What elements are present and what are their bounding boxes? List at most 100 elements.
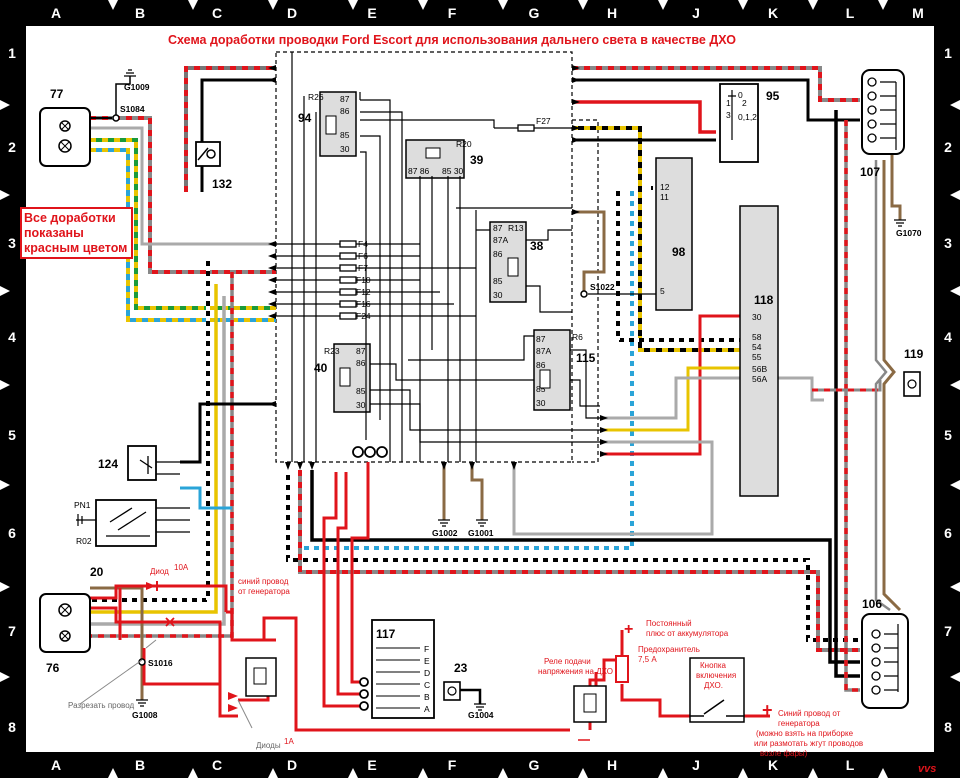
switch-124: 124 [98, 445, 180, 481]
col-label-top: E [367, 5, 376, 21]
col-label-bottom: K [768, 757, 778, 773]
row-label-left: 3 [8, 235, 16, 251]
row-label-left: 6 [8, 525, 16, 541]
lamp-119: 119 [903, 347, 924, 397]
svg-text:D: D [424, 668, 430, 678]
col-label-top: H [607, 5, 617, 21]
col-label-bottom: D [287, 757, 297, 773]
switch-20: PN1 R02 20 [74, 499, 190, 579]
col-label-top: B [135, 5, 145, 21]
svg-text:10А: 10А [174, 563, 189, 572]
svg-text:S1016: S1016 [148, 658, 173, 668]
col-label-top: F [448, 5, 457, 21]
svg-text:87: 87 [340, 94, 350, 104]
svg-text:Синий провод от: Синий провод от [778, 709, 841, 718]
row-label-left: 1 [8, 45, 16, 61]
svg-text:включения: включения [696, 671, 736, 680]
fuse-7-5a: + Постоянный плюс от аккумулятора Предох… [615, 619, 729, 683]
module-98: 12 11 5 98 [655, 157, 693, 311]
cut-icon: Разрезать провод [68, 617, 175, 710]
svg-text:R6: R6 [572, 332, 583, 342]
svg-text:возле фары): возле фары) [760, 749, 808, 758]
col-label-bottom: B [135, 757, 145, 773]
svg-text:3: 3 [726, 110, 731, 120]
row-label-right: 2 [944, 139, 952, 155]
svg-text:30: 30 [536, 398, 546, 408]
component-label: 39 [470, 153, 484, 167]
svg-text:Кнопка: Кнопка [700, 661, 727, 670]
svg-text:30: 30 [752, 312, 762, 322]
component-label: 117 [376, 627, 396, 641]
svg-text:(можно взять на приборке: (можно взять на приборке [756, 729, 854, 738]
svg-text:85: 85 [356, 386, 366, 396]
diagram-title: Схема доработки проводки Ford Escort для… [168, 33, 736, 47]
svg-text:12: 12 [660, 182, 670, 192]
lamp-cluster-107: 107 [860, 69, 905, 179]
col-label-top: D [287, 5, 297, 21]
splice-label: S1084 [120, 104, 145, 114]
headlamp-77: 77 [39, 87, 91, 167]
svg-text:R13: R13 [508, 223, 524, 233]
svg-text:85: 85 [536, 384, 546, 394]
col-label-top: K [768, 5, 778, 21]
col-label-top: A [51, 5, 61, 21]
svg-text:7,5 А: 7,5 А [638, 655, 657, 664]
component-label: 118 [754, 293, 774, 307]
diodes-1a: Диоды 1А [228, 657, 294, 750]
connector-circles [352, 446, 388, 458]
plus-icon: + [762, 700, 773, 720]
svg-text:87A: 87A [536, 346, 551, 356]
note-blue-wire: от генератора [238, 587, 290, 596]
component-label: 38 [530, 239, 544, 253]
component-label: 124 [98, 457, 118, 471]
svg-text:0,1,2: 0,1,2 [738, 112, 757, 122]
row-label-right: 8 [944, 719, 952, 735]
row-label-right: 1 [944, 45, 952, 61]
row-label-left: 4 [8, 329, 16, 345]
svg-text:87: 87 [536, 334, 546, 344]
svg-text:86: 86 [356, 358, 366, 368]
note-line: красным цветом [24, 241, 128, 255]
svg-text:A: A [424, 704, 430, 714]
row-label-right: 4 [944, 329, 952, 345]
svg-text:R23: R23 [324, 346, 340, 356]
svg-text:G1002: G1002 [432, 528, 458, 538]
splice-s1022: S1022 [580, 282, 656, 298]
svg-text:1А: 1А [284, 737, 294, 746]
svg-text:F: F [424, 644, 429, 654]
svg-text:11: 11 [660, 192, 669, 202]
col-label-bottom: A [51, 757, 61, 773]
component-label: 132 [212, 177, 232, 191]
component-label: 119 [904, 347, 924, 361]
svg-text:R02: R02 [76, 536, 92, 546]
col-label-bottom: C [212, 757, 222, 773]
component-label: 94 [298, 111, 312, 125]
svg-text:E: E [424, 656, 430, 666]
svg-text:G1008: G1008 [132, 710, 158, 720]
row-label-right: 3 [944, 235, 952, 251]
relay-r20: R20 87 86 85 30 39 [405, 139, 484, 179]
svg-text:87: 87 [356, 346, 366, 356]
col-label-top: M [912, 5, 924, 21]
component-label: 20 [90, 565, 104, 579]
svg-text:2: 2 [742, 98, 747, 108]
svg-text:Реле подачи: Реле подачи [544, 657, 591, 666]
row-label-left: 2 [8, 139, 16, 155]
note-line: показаны [24, 226, 84, 240]
plus-icon: + [624, 621, 633, 638]
watermark: vvs [918, 763, 936, 775]
svg-text:54: 54 [752, 342, 762, 352]
svg-text:R26: R26 [308, 92, 324, 102]
ground-g1009: G1009 S1084 [90, 69, 150, 122]
col-label-bottom: G [529, 757, 540, 773]
component-label: 76 [46, 661, 60, 675]
svg-text:86: 86 [493, 249, 503, 259]
note-blue-wire: синий провод [238, 577, 289, 586]
component-label: 77 [50, 87, 64, 101]
internal-bus [276, 52, 600, 462]
col-label-bottom: F [448, 757, 457, 773]
fuse-label: F27 [536, 116, 551, 126]
modifications-note: Все доработки показаны красным цветом [20, 207, 133, 259]
